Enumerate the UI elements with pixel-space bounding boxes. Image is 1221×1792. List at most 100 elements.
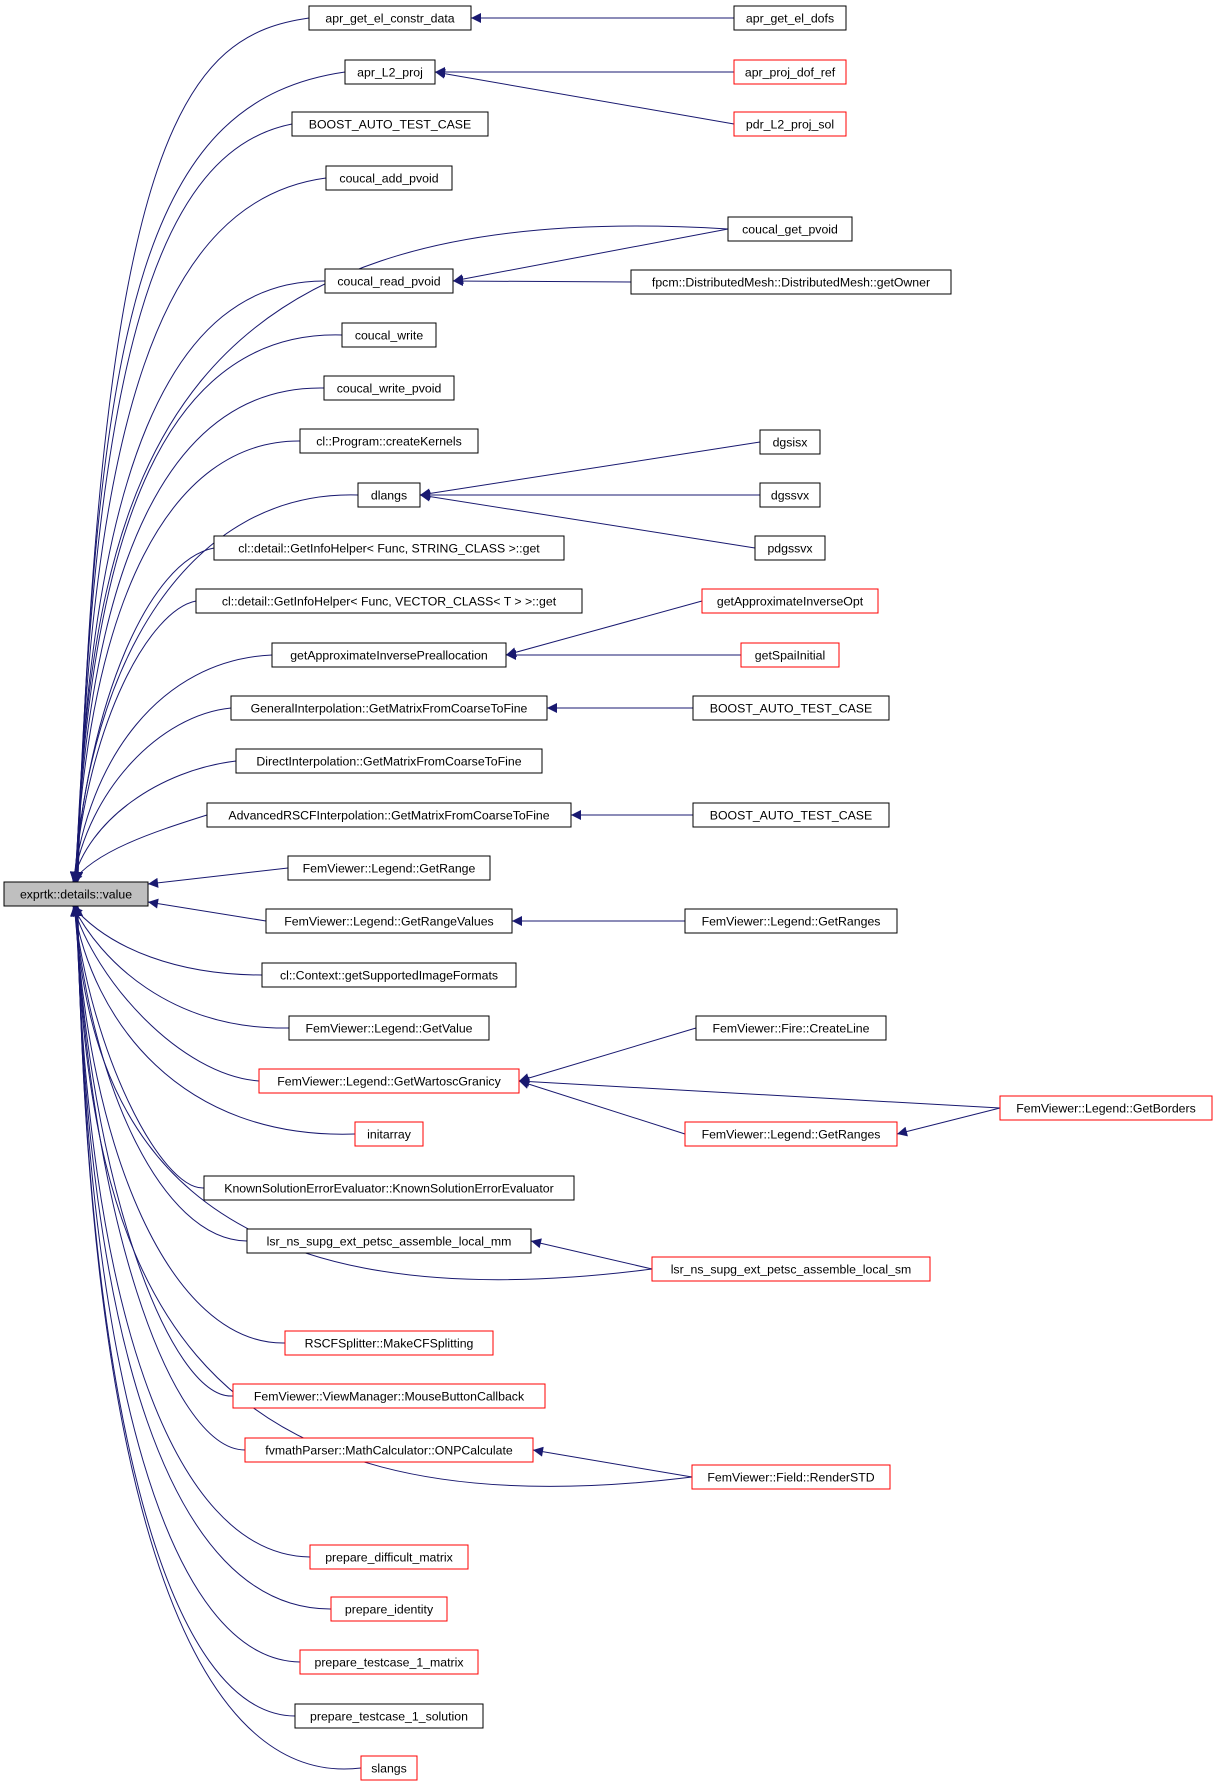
call-edge xyxy=(70,905,653,1281)
graph-node[interactable]: apr_get_el_constr_data xyxy=(308,5,472,31)
call-edge xyxy=(72,905,332,1610)
call-edge xyxy=(896,1107,1001,1137)
graph-node[interactable]: lsr_ns_supg_ext_petsc_assemble_local_sm xyxy=(651,1256,931,1282)
graph-node[interactable]: cl::Program::createKernels xyxy=(299,428,479,454)
graph-node[interactable]: coucal_write_pvoid xyxy=(323,375,455,401)
node-box xyxy=(692,802,890,828)
edge-layer xyxy=(69,13,1001,1770)
graph-node[interactable]: apr_L2_proj xyxy=(344,59,436,85)
graph-node[interactable]: FemViewer::Legend::GetWartoscGranicy xyxy=(258,1068,520,1094)
call-edge xyxy=(70,440,301,883)
graph-node[interactable]: GeneralInterpolation::GetMatrixFromCoars… xyxy=(230,695,548,721)
node-label: prepare_difficult_matrix xyxy=(325,1551,453,1565)
graph-node[interactable]: cl::Context::getSupportedImageFormats xyxy=(261,962,517,988)
graph-node[interactable]: apr_get_el_dofs xyxy=(733,5,847,31)
graph-node[interactable]: coucal_add_pvoid xyxy=(325,165,453,191)
node-label: FemViewer::Legend::GetRanges xyxy=(702,915,881,929)
node-label: GeneralInterpolation::GetMatrixFromCoars… xyxy=(251,702,528,716)
graph-node[interactable]: prepare_identity xyxy=(330,1596,448,1622)
graph-node[interactable]: getApproximateInverseOpt xyxy=(701,588,879,614)
graph-node[interactable]: prepare_testcase_1_matrix xyxy=(299,1649,479,1675)
graph-node[interactable]: FemViewer::ViewManager::MouseButtonCallb… xyxy=(232,1383,546,1409)
node-box xyxy=(733,59,847,85)
graph-node[interactable]: pdgssvx xyxy=(754,535,826,561)
node-box xyxy=(258,1068,520,1094)
graph-node[interactable]: getApproximateInversePreallocation xyxy=(271,642,507,668)
graph-node[interactable]: FemViewer::Legend::GetRange xyxy=(287,855,491,881)
graph-node[interactable]: coucal_get_pvoid xyxy=(727,216,853,242)
node-label: prepare_identity xyxy=(345,1603,434,1617)
node-layer: exprtk::details::value apr_get_el_constr_… xyxy=(3,5,1213,1781)
call-edge xyxy=(71,905,693,1487)
node-label: initarray xyxy=(367,1128,412,1142)
node-label: fpcm::DistributedMesh::DistributedMesh::… xyxy=(652,276,930,290)
call-edge xyxy=(518,1079,686,1135)
node-box xyxy=(759,429,821,455)
call-edge xyxy=(419,441,761,499)
call-edge xyxy=(69,600,197,883)
graph-node[interactable]: initarray xyxy=(354,1121,424,1147)
graph-node[interactable]: BOOST_AUTO_TEST_CASE xyxy=(692,695,890,721)
graph-node[interactable]: pdr_L2_proj_sol xyxy=(733,111,847,137)
call-edge xyxy=(70,905,234,1397)
graph-node[interactable]: FemViewer::Legend::GetRanges xyxy=(684,1121,898,1147)
graph-node[interactable]: dlangs xyxy=(357,482,421,508)
graph-node[interactable]: FemViewer::Fire::CreateLine xyxy=(695,1015,887,1041)
node-box xyxy=(195,588,583,614)
graph-node[interactable]: BOOST_AUTO_TEST_CASE xyxy=(692,802,890,828)
graph-node[interactable]: FemViewer::Legend::GetRangeValues xyxy=(265,908,513,934)
graph-node[interactable]: apr_proj_dof_ref xyxy=(733,59,847,85)
graph-node[interactable]: dgssvx xyxy=(759,482,821,508)
graph-node[interactable]: KnownSolutionErrorEvaluator::KnownSoluti… xyxy=(203,1175,575,1201)
graph-node[interactable]: FemViewer::Legend::GetBorders xyxy=(999,1095,1213,1121)
call-edge xyxy=(70,387,325,883)
call-edge xyxy=(419,491,756,549)
graph-node[interactable]: AdvancedRSCFInterpolation::GetMatrixFrom… xyxy=(206,802,572,828)
graph-node[interactable]: fpcm::DistributedMesh::DistributedMesh::… xyxy=(630,269,952,295)
node-box xyxy=(651,1256,931,1282)
node-label: pdgssvx xyxy=(767,542,813,556)
graph-node[interactable]: slangs xyxy=(360,1755,418,1781)
graph-node[interactable]: lsr_ns_supg_ext_petsc_assemble_local_mm xyxy=(246,1228,532,1254)
node-box xyxy=(691,1464,891,1490)
call-edge xyxy=(70,547,215,883)
graph-node[interactable]: RSCFSplitter::MakeCFSplitting xyxy=(284,1330,494,1356)
graph-node[interactable]: dgsisx xyxy=(759,429,821,455)
call-edge xyxy=(70,905,248,1242)
node-box xyxy=(325,165,453,191)
node-box xyxy=(360,1755,418,1781)
call-edge xyxy=(452,228,729,285)
call-edge xyxy=(72,905,263,976)
call-edge xyxy=(72,905,290,1029)
graph-node[interactable]: prepare_testcase_1_solution xyxy=(294,1703,484,1729)
graph-node[interactable]: BOOST_AUTO_TEST_CASE xyxy=(291,111,489,137)
node-box xyxy=(288,1015,490,1041)
graph-node[interactable]: FemViewer::Legend::GetValue xyxy=(288,1015,490,1041)
graph-node[interactable]: FemViewer::Legend::GetRanges xyxy=(684,908,898,934)
graph-node[interactable]: fvmathParser::MathCalculator::ONPCalcula… xyxy=(244,1437,534,1463)
graph-node[interactable]: coucal_write xyxy=(341,322,437,348)
node-label: dgsisx xyxy=(773,436,809,450)
node-box xyxy=(244,1437,534,1463)
call-edge xyxy=(434,68,735,125)
node-label: RSCFSplitter::MakeCFSplitting xyxy=(305,1337,474,1351)
graph-node[interactable]: getSpaiInitial xyxy=(740,642,840,668)
node-label: AdvancedRSCFInterpolation::GetMatrixFrom… xyxy=(228,809,549,823)
call-edge xyxy=(70,905,356,1135)
node-box xyxy=(232,1383,546,1409)
node-label: KnownSolutionErrorEvaluator::KnownSoluti… xyxy=(224,1182,553,1196)
node-box xyxy=(299,1649,479,1675)
graph-node[interactable]: cl::detail::GetInfoHelper< Func, VECTOR_… xyxy=(195,588,583,614)
call-edge xyxy=(518,1076,1001,1109)
graph-node[interactable]: coucal_read_pvoid xyxy=(324,268,454,294)
graph-node[interactable]: cl::detail::GetInfoHelper< Func, STRING_… xyxy=(213,535,565,561)
call-edge xyxy=(72,177,327,883)
root-node: exprtk::details::value xyxy=(3,881,149,907)
graph-node[interactable]: prepare_difficult_matrix xyxy=(309,1544,469,1570)
node-box xyxy=(299,428,479,454)
call-edge xyxy=(72,905,301,1663)
graph-node[interactable]: FemViewer::Field::RenderSTD xyxy=(691,1464,891,1490)
graph-node[interactable]: DirectInterpolation::GetMatrixFromCoarse… xyxy=(235,748,543,774)
node-box xyxy=(235,748,543,774)
